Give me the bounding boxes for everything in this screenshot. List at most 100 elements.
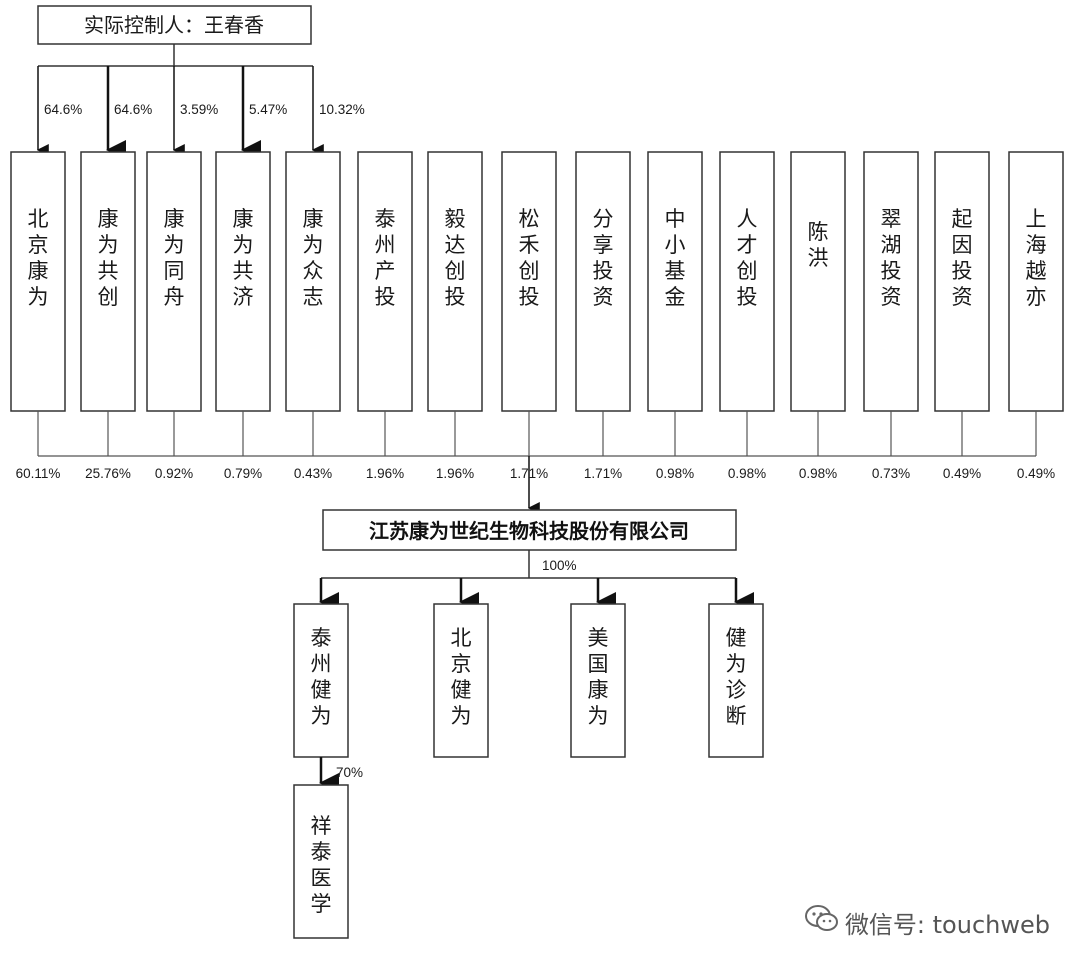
subsidiary-name-char: 为 bbox=[311, 704, 332, 728]
controller-link-pct: 64.6% bbox=[114, 102, 152, 117]
shareholder-name-char: 康 bbox=[98, 207, 119, 231]
shareholder-box bbox=[647, 151, 703, 412]
shareholder-box bbox=[10, 151, 66, 412]
controller-label: 实际控制人：王春香 bbox=[84, 13, 264, 37]
subsidiary-name-char: 为 bbox=[726, 652, 747, 676]
shareholder-pct: 0.98% bbox=[728, 466, 766, 481]
controller-link-pct: 5.47% bbox=[249, 102, 287, 117]
shareholder-name-char: 共 bbox=[233, 259, 254, 283]
shareholder-name-char: 达 bbox=[445, 233, 466, 257]
wechat-icon bbox=[804, 904, 839, 940]
subsidiary-pct: 100% bbox=[542, 558, 577, 573]
shareholder-name-char: 为 bbox=[303, 233, 324, 257]
shareholder-name-char: 洪 bbox=[808, 246, 829, 270]
subsidiary-name-char: 康 bbox=[588, 678, 609, 702]
subsidiary-name-char: 北 bbox=[451, 626, 472, 650]
shareholder-name-char: 为 bbox=[233, 233, 254, 257]
shareholder-name-char: 志 bbox=[303, 285, 324, 309]
shareholder-name-char: 舟 bbox=[164, 285, 185, 309]
shareholder-name-char: 毅 bbox=[445, 207, 466, 231]
shareholder-name-char: 为 bbox=[164, 233, 185, 257]
subsidiary-name-char: 泰 bbox=[311, 626, 332, 650]
subsidiary-name-char: 州 bbox=[311, 652, 332, 676]
shareholder-name-char: 同 bbox=[164, 259, 185, 283]
shareholder-name-char: 享 bbox=[593, 233, 614, 257]
shareholder-pct: 1.96% bbox=[366, 466, 404, 481]
shareholder-name-char: 康 bbox=[164, 207, 185, 231]
shareholder-box bbox=[575, 151, 631, 412]
shareholder-pct: 0.98% bbox=[656, 466, 694, 481]
subsidiary-name-char: 为 bbox=[588, 704, 609, 728]
shareholder-name-char: 资 bbox=[593, 285, 614, 309]
shareholder-pct: 1.96% bbox=[436, 466, 474, 481]
shareholder-name-char: 分 bbox=[593, 207, 614, 231]
shareholder-name-char: 投 bbox=[952, 259, 973, 283]
shareholder-name-char: 投 bbox=[737, 285, 758, 309]
shareholder-name-char: 投 bbox=[593, 259, 614, 283]
controller-link-pct: 3.59% bbox=[180, 102, 218, 117]
shareholder-name-char: 众 bbox=[303, 259, 324, 283]
shareholder-box bbox=[790, 151, 846, 412]
sub-subsidiary-name-char: 医 bbox=[311, 866, 332, 890]
shareholder-name-char: 中 bbox=[665, 207, 686, 231]
subsidiary-name-char: 健 bbox=[726, 626, 747, 650]
shareholder-box bbox=[215, 151, 271, 412]
shareholder-boxes: 北京康为康为共创康为同舟康为共济康为众志泰州产投毅达创投松禾创投分享投资中小基金… bbox=[10, 151, 1064, 412]
shareholder-name-char: 为 bbox=[98, 233, 119, 257]
shareholder-name-char: 投 bbox=[519, 285, 540, 309]
shareholder-name-char: 越 bbox=[1026, 259, 1047, 283]
shareholder-box bbox=[1008, 151, 1064, 412]
shareholder-name-char: 因 bbox=[952, 233, 973, 257]
shareholder-name-char: 共 bbox=[98, 259, 119, 283]
subsidiary-name-char: 京 bbox=[451, 652, 472, 676]
shareholder-box bbox=[427, 151, 483, 412]
shareholder-name-char: 北 bbox=[28, 207, 49, 231]
shareholder-name-char: 康 bbox=[303, 207, 324, 231]
shareholder-pct: 0.73% bbox=[872, 466, 910, 481]
shareholder-name-char: 金 bbox=[665, 285, 686, 309]
controller-box bbox=[37, 5, 312, 45]
subsidiary-name-char: 断 bbox=[726, 704, 747, 728]
shareholder-name-char: 海 bbox=[1026, 233, 1047, 257]
controller-links: 64.6%64.6%3.59%5.47%10.32% bbox=[36, 44, 365, 160]
subsidiary-name-char: 为 bbox=[451, 704, 472, 728]
shareholder-name-char: 创 bbox=[737, 259, 758, 283]
subsidiary-box bbox=[570, 603, 626, 758]
shareholder-connector: 60.11%25.76%0.92%0.79%0.43%1.96%1.96%1.7… bbox=[16, 411, 1055, 514]
shareholder-pct: 0.98% bbox=[799, 466, 837, 481]
shareholder-name-char: 上 bbox=[1026, 207, 1047, 231]
company-name: 江苏康为世纪生物科技股份有限公司 bbox=[369, 519, 689, 543]
shareholder-name-char: 为 bbox=[28, 285, 49, 309]
shareholder-name-char: 资 bbox=[881, 285, 902, 309]
shareholder-name-char: 资 bbox=[952, 285, 973, 309]
shareholder-pct: 1.71% bbox=[584, 466, 622, 481]
shareholder-box bbox=[80, 151, 136, 412]
shareholder-name-char: 泰 bbox=[375, 207, 396, 231]
shareholder-name-char: 康 bbox=[28, 259, 49, 283]
subsidiary-name-char: 美 bbox=[588, 626, 609, 650]
shareholder-name-char: 产 bbox=[375, 259, 396, 283]
shareholder-box bbox=[719, 151, 775, 412]
shareholder-name-char: 才 bbox=[737, 233, 758, 257]
shareholder-box bbox=[357, 151, 413, 412]
shareholder-name-char: 投 bbox=[445, 285, 466, 309]
sub-subsidiary-box bbox=[293, 784, 349, 939]
subsidiary-box bbox=[708, 603, 764, 758]
shareholder-box bbox=[146, 151, 202, 412]
shareholder-name-char: 济 bbox=[233, 285, 254, 309]
shareholder-name-char: 翠 bbox=[881, 207, 902, 231]
shareholder-name-char: 禾 bbox=[519, 233, 540, 257]
shareholder-pct: 0.79% bbox=[224, 466, 262, 481]
shareholder-name-char: 亦 bbox=[1026, 285, 1047, 309]
subsidiary-name-char: 健 bbox=[311, 678, 332, 702]
shareholder-name-char: 投 bbox=[881, 259, 902, 283]
shareholder-name-char: 京 bbox=[28, 233, 49, 257]
shareholder-name-char: 湖 bbox=[881, 233, 902, 257]
sub-subsidiary-name-char: 祥 bbox=[311, 814, 332, 838]
shareholder-pct: 25.76% bbox=[85, 466, 131, 481]
sub-subsidiary-name-char: 泰 bbox=[311, 840, 332, 864]
shareholder-name-char: 州 bbox=[375, 233, 396, 257]
